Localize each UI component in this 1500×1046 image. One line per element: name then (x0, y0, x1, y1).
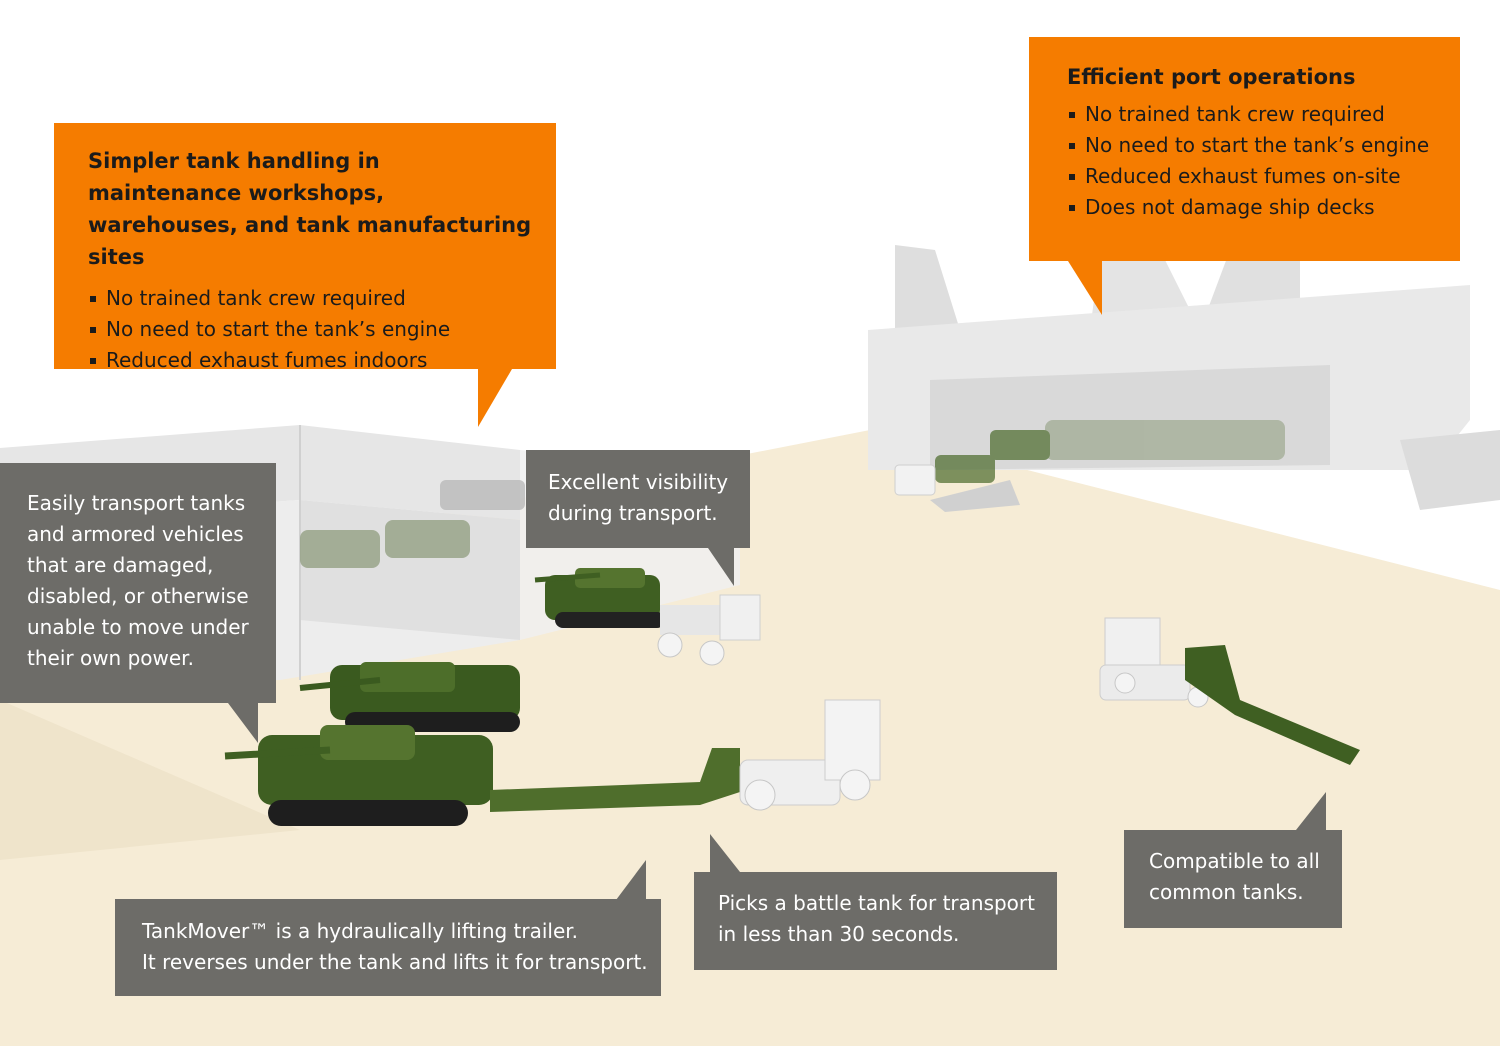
visibility-callout: Excellent visibility during transport. (526, 450, 750, 548)
callout-line: Excellent visibility (548, 470, 729, 494)
workshop-callout-tail (478, 369, 512, 427)
callout-line: disabled, or otherwise (27, 584, 249, 608)
callout-line: Easily transport tanks (27, 491, 246, 515)
bullet-item: No trained tank crew required (88, 283, 536, 314)
callout-line: and armored vehicles (27, 522, 244, 546)
ground-shade (0, 700, 300, 860)
callout-line: that are damaged, (27, 553, 214, 577)
port-callout-tail (1068, 261, 1102, 315)
bullet-item: No trained tank crew required (1067, 99, 1440, 130)
callout-line: TankMover™ is a hydraulically lifting tr… (142, 919, 579, 943)
workshop-bullet-list: No trained tank crew required No need to… (88, 283, 536, 376)
bullet-item: Does not damage ship decks (1067, 192, 1440, 223)
ship-tractor (894, 464, 936, 496)
port-callout: Efficient port operations No trained tan… (1029, 37, 1460, 261)
compatible-callout: Compatible to all common tanks. (1124, 830, 1342, 928)
bullet-item: Reduced exhaust fumes on-site (1067, 161, 1440, 192)
callout-line: It reverses under the tank and lifts it … (142, 950, 648, 974)
callout-line: during transport. (548, 501, 718, 525)
bullet-item: No need to start the tank’s engine (88, 314, 536, 345)
callout-line: Picks a battle tank for transport (718, 891, 1035, 915)
picks-callout-tail (710, 834, 740, 872)
picks-callout: Picks a battle tank for transport in les… (694, 872, 1057, 970)
callout-line: unable to move under (27, 615, 249, 639)
callout-line: their own power. (27, 646, 194, 670)
callout-line: Compatible to all (1149, 849, 1320, 873)
callout-line: common tanks. (1149, 880, 1304, 904)
warehouse-tanks (300, 480, 525, 568)
compatible-callout-tail (1296, 792, 1326, 830)
port-callout-title: Efficient port operations (1067, 65, 1356, 89)
ship-tank-row (935, 420, 1285, 483)
bullet-item: Reduced exhaust fumes indoors (88, 345, 536, 376)
visibility-tank-transport (534, 568, 761, 666)
tankmover-callout-tail (616, 860, 646, 900)
callout-line: in less than 30 seconds. (718, 922, 960, 946)
visibility-callout-tail (708, 548, 734, 586)
foreground-tanks (224, 662, 520, 826)
damaged-callout-tail (228, 703, 258, 743)
damaged-vehicles-callout: Easily transport tanks and armored vehic… (0, 463, 276, 703)
workshop-callout-title: Simpler tank handling in maintenance wor… (88, 149, 532, 269)
port-bullet-list: No trained tank crew required No need to… (1067, 99, 1440, 223)
tankmover-callout: TankMover™ is a hydraulically lifting tr… (115, 899, 661, 996)
right-empty-trailer (1099, 617, 1360, 765)
bullet-item: No need to start the tank’s engine (1067, 130, 1440, 161)
workshop-callout: Simpler tank handling in maintenance wor… (54, 123, 556, 372)
foreground-trailer (490, 699, 881, 812)
